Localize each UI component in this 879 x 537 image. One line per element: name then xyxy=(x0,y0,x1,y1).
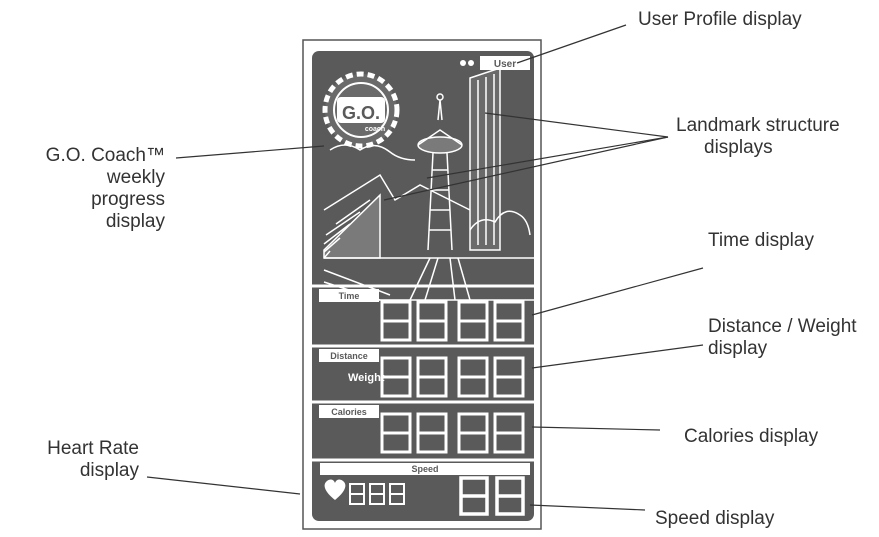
heart-rate-digits xyxy=(349,483,405,505)
segment-digit xyxy=(457,356,489,398)
callout-heart-rate-line2: display xyxy=(79,460,139,481)
heart-icon xyxy=(324,479,346,500)
segment-digit xyxy=(380,300,412,342)
callout-landmark-line1: Landmark structure xyxy=(676,115,840,136)
go-coach-badge: G.O. coach xyxy=(322,71,400,149)
distance-tag xyxy=(319,349,379,362)
segment-digit xyxy=(416,412,448,454)
callout-speed-text: Speed display xyxy=(655,508,775,529)
go-logo-text: G.O. xyxy=(342,103,380,123)
callout-landmark: Landmark structure displays xyxy=(676,115,840,159)
segment-digit xyxy=(380,412,412,454)
segment-digit xyxy=(459,476,489,516)
callout-heart-rate-line1: Heart Rate xyxy=(47,438,139,459)
callout-speed: Speed display xyxy=(655,508,774,530)
callout-user-profile: User Profile display xyxy=(638,9,802,31)
calories-label: Calories xyxy=(331,407,367,417)
callout-go-coach-line3: display xyxy=(105,211,165,232)
user-dot-2 xyxy=(468,60,474,66)
callout-lines xyxy=(146,24,704,511)
segment-digit xyxy=(369,483,385,505)
callout-go-coach-line2: weekly progress xyxy=(91,167,165,210)
callout-distance-line1: Distance / Weight xyxy=(708,316,857,337)
segment-digit xyxy=(493,412,525,454)
calories-digits xyxy=(380,412,525,454)
time-tag xyxy=(319,289,379,302)
distance-digits xyxy=(380,356,525,398)
speed-tag xyxy=(320,463,530,475)
speed-label: Speed xyxy=(411,464,438,474)
user-label: User xyxy=(494,59,516,70)
callout-heart-rate: Heart Rate display xyxy=(35,438,139,482)
segment-digit xyxy=(389,483,405,505)
callout-distance-line2: display xyxy=(708,338,768,359)
segment-digit xyxy=(416,300,448,342)
callout-calories-text: Calories display xyxy=(684,426,819,447)
time-digits xyxy=(380,300,525,342)
callout-time: Time display xyxy=(708,230,814,252)
callout-calories: Calories display xyxy=(684,426,818,448)
callout-time-text: Time display xyxy=(708,230,814,251)
segment-digit xyxy=(349,483,365,505)
landmark-scene xyxy=(323,66,534,301)
weight-label: Weight xyxy=(348,372,385,384)
callout-landmark-line2: displays xyxy=(704,137,773,158)
segment-digit xyxy=(380,356,412,398)
distance-label: Distance xyxy=(330,351,368,361)
callout-go-coach: G.O. Coach™ weekly progress display xyxy=(35,145,165,233)
callout-go-coach-line1: G.O. Coach™ xyxy=(45,145,165,166)
speed-digits xyxy=(459,476,525,516)
user-tag xyxy=(480,56,530,70)
callout-distance-weight: Distance / Weight display xyxy=(708,316,857,360)
segment-digit xyxy=(495,476,525,516)
segment-digit xyxy=(493,300,525,342)
segment-digit xyxy=(416,356,448,398)
coach-label: coach xyxy=(365,126,385,133)
user-dot-1 xyxy=(460,60,466,66)
time-label: Time xyxy=(339,291,360,301)
segment-digit xyxy=(457,300,489,342)
calories-tag xyxy=(319,405,379,418)
segment-digit xyxy=(493,356,525,398)
segment-digit xyxy=(457,412,489,454)
callout-user-profile-text: User Profile display xyxy=(638,9,802,30)
